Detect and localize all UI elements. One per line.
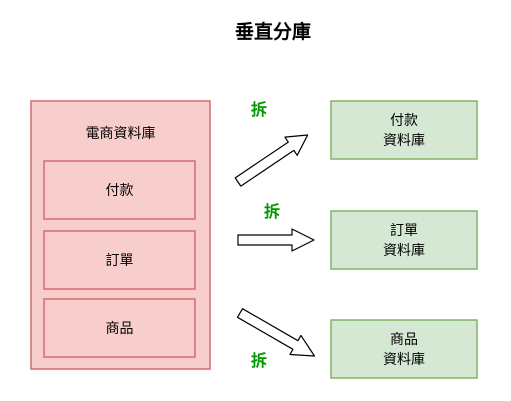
target-database-product-line1: 商品 — [390, 332, 418, 348]
split-arrow-middle — [237, 228, 315, 252]
module-product-box — [43, 298, 196, 358]
target-database-order-line2: 資料庫 — [383, 242, 425, 259]
source-database: 電商資料庫 付款 訂單 商品 — [30, 100, 211, 370]
module-order-box — [43, 230, 196, 290]
diagram-title: 垂直分庫 — [235, 20, 311, 43]
module-payment-label: 付款 — [106, 183, 134, 199]
target-database-order: 訂單 資料庫 — [330, 210, 478, 270]
target-database-payment-box — [330, 100, 478, 160]
split-arrow-middle-shape — [237, 228, 315, 252]
split-arrow-top-shape — [234, 134, 309, 187]
split-arrow-top — [234, 134, 309, 187]
module-payment: 付款 — [43, 160, 196, 220]
module-product-label: 商品 — [106, 321, 134, 337]
source-database-label: 電商資料庫 — [86, 125, 156, 142]
split-arrow-bottom-shape — [236, 308, 316, 357]
split-label-top: 拆 — [251, 100, 267, 119]
module-payment-box — [43, 160, 196, 220]
target-database-product-line2: 資料庫 — [383, 351, 425, 368]
target-database-product-box — [330, 319, 478, 379]
split-label-middle: 拆 — [264, 202, 280, 221]
split-label-bottom: 拆 — [251, 351, 267, 370]
module-product: 商品 — [43, 298, 196, 358]
target-database-payment-line2: 資料庫 — [383, 132, 425, 149]
target-database-product: 商品 資料庫 — [330, 319, 478, 379]
target-database-order-line1: 訂單 — [390, 223, 418, 239]
target-database-payment: 付款 資料庫 — [330, 100, 478, 160]
split-arrow-bottom — [236, 308, 316, 357]
target-database-payment-line1: 付款 — [390, 113, 418, 129]
module-order: 訂單 — [43, 230, 196, 290]
target-database-order-box — [330, 210, 478, 270]
module-order-label: 訂單 — [106, 253, 134, 269]
